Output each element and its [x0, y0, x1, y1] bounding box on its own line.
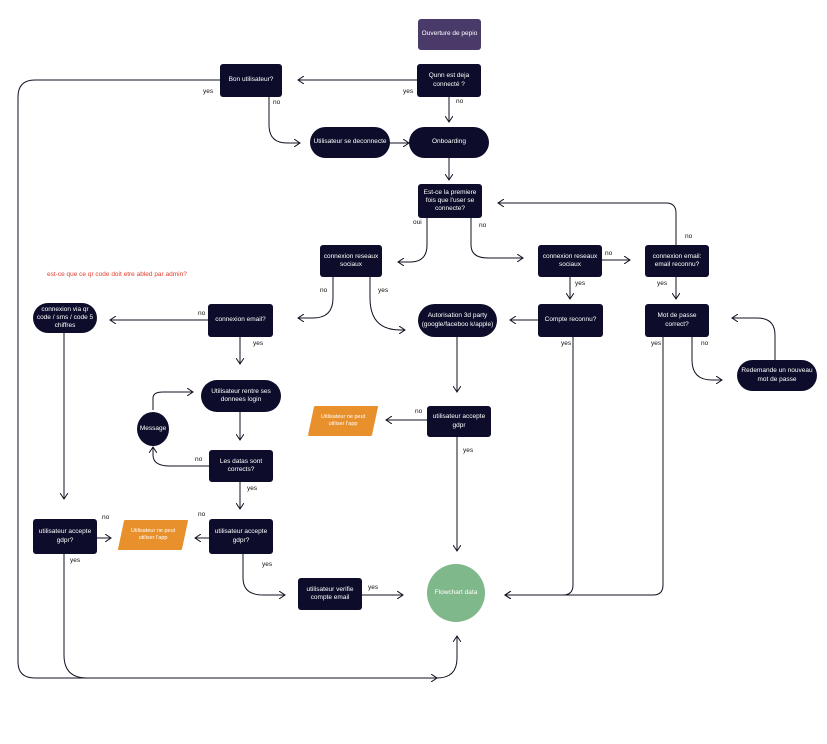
edge-reseaux-left-to-autorisation [369, 277, 405, 330]
node-qui-est-connecte: Qunn est deja connecté ? [417, 64, 481, 97]
node-premiere-fois: Est-ce la premiere fois que l'user se co… [418, 184, 482, 218]
node-bon-utilisateur: Bon utilisateur? [220, 64, 282, 97]
edge-gdpr-mid-to-verifie [242, 554, 285, 595]
node-connexion-reseaux-left: connexion reseaux sociaux [320, 245, 382, 277]
edge-label-yes: yes [253, 340, 264, 347]
edge-datas-to-message [153, 447, 209, 467]
edge-message-to-rentre [152, 392, 193, 410]
node-flowchart-data: Flowchart data [427, 564, 485, 622]
edge-label-yes: yes [657, 280, 668, 287]
edge-label-no: no [701, 340, 709, 347]
node-ne-peut-utiliser-2-text: Utilisateur ne peut utiliser l'app [130, 528, 176, 541]
node-utilisateur-rentre-login: Utilisateur rentre ses donnees login [201, 380, 281, 412]
node-accepte-gdpr-left: utilisateur accepte gdpr? [33, 519, 97, 554]
node-mot-de-passe-correct: Mot de passe correct? [645, 304, 709, 337]
node-connexion-email: connexion email? [208, 304, 273, 337]
edge-label-yes: yes [70, 557, 81, 564]
edge-label-yes: yes [378, 287, 389, 294]
node-utilisateur-se-deconnecte: Utilisateur se deconnecte [310, 127, 390, 158]
node-ne-peut-utiliser-2: Utilisateur ne peut utiliser l'app [117, 520, 189, 550]
node-connexion-reseaux-right: connexion reseaux sociaux [538, 245, 602, 277]
edge-mdp-to-data [505, 337, 664, 595]
edge-label-yes: yes [247, 485, 258, 492]
node-verifie-compte-email: utilisateur verifie compte email [298, 578, 362, 610]
node-connexion-qr-code: connexion via qr code / sms / code 5 chi… [33, 303, 97, 333]
node-accepte-gdpr-center: utilisateur accepte gdpr [427, 406, 491, 437]
edge-label-yes: yes [403, 88, 414, 95]
node-ne-peut-utiliser-1: Utilisateur ne peut utiliser l'app [307, 406, 379, 436]
edge-premiere-to-reseaux-left [398, 218, 428, 262]
edge-label-no: no [415, 408, 423, 415]
edge-gdpr-left-to-data [63, 554, 457, 679]
node-autorisation-3d-party: Autorisation 3d party (google/faceboo k/… [418, 304, 497, 337]
node-connexion-email-reconnu: connexion email: email reconnu? [645, 245, 709, 277]
edge-premiere-to-reseaux-right [470, 218, 523, 258]
node-compte-reconnu: Compte reconnu? [538, 304, 603, 337]
edge-label-yes: yes [368, 584, 379, 591]
edge-label-no: no [320, 287, 328, 294]
edge-label-no: no [685, 233, 693, 240]
node-message: Message [137, 412, 169, 446]
edge-label-yes: yes [575, 280, 586, 287]
edge-label-no: no [605, 250, 613, 257]
edge-label-no: no [479, 222, 487, 229]
node-ouverture-de-pepio: Ouverture de pepio [418, 19, 481, 50]
edge-label-no: no [456, 98, 464, 105]
edge-label-yes: yes [262, 561, 273, 568]
edge-label-oui: oui [413, 219, 422, 226]
node-redemande-mot-de-passe: Redemande un nouveau mot de passe [737, 360, 817, 391]
edge-label-yes: yes [203, 88, 214, 95]
edge-bon-to-data [17, 79, 437, 678]
edge-mdp-to-redemande [691, 337, 722, 380]
edge-label-no: no [273, 99, 281, 106]
edge-label-yes: yes [561, 340, 572, 347]
admin-note: est-ce que ce qr code doit etre abled pa… [47, 271, 187, 278]
edge-reseaux-left-to-email [298, 277, 334, 318]
edge-label-no: no [102, 514, 110, 521]
edge-email-reconnu-to-premiere [498, 203, 677, 245]
node-onboarding: Onboarding [409, 127, 489, 158]
edge-label-yes: yes [651, 340, 662, 347]
edge-label-no: no [198, 511, 206, 518]
edge-redemande-to-mdp [732, 318, 776, 360]
edge-bon-to-deconnecte [268, 97, 300, 143]
node-les-datas-sont-corrects: Les datas sont corrects? [209, 450, 273, 482]
edge-label-no: no [198, 310, 206, 317]
node-accepte-gdpr-mid: utilisateur accepte gdpr? [209, 519, 273, 554]
node-ne-peut-utiliser-1-text: Utilisateur ne peut utiliser l'app [320, 414, 366, 427]
edge-label-yes: yes [463, 447, 474, 454]
edge-label-no: no [195, 456, 203, 463]
edge-compte-to-data [505, 337, 574, 595]
